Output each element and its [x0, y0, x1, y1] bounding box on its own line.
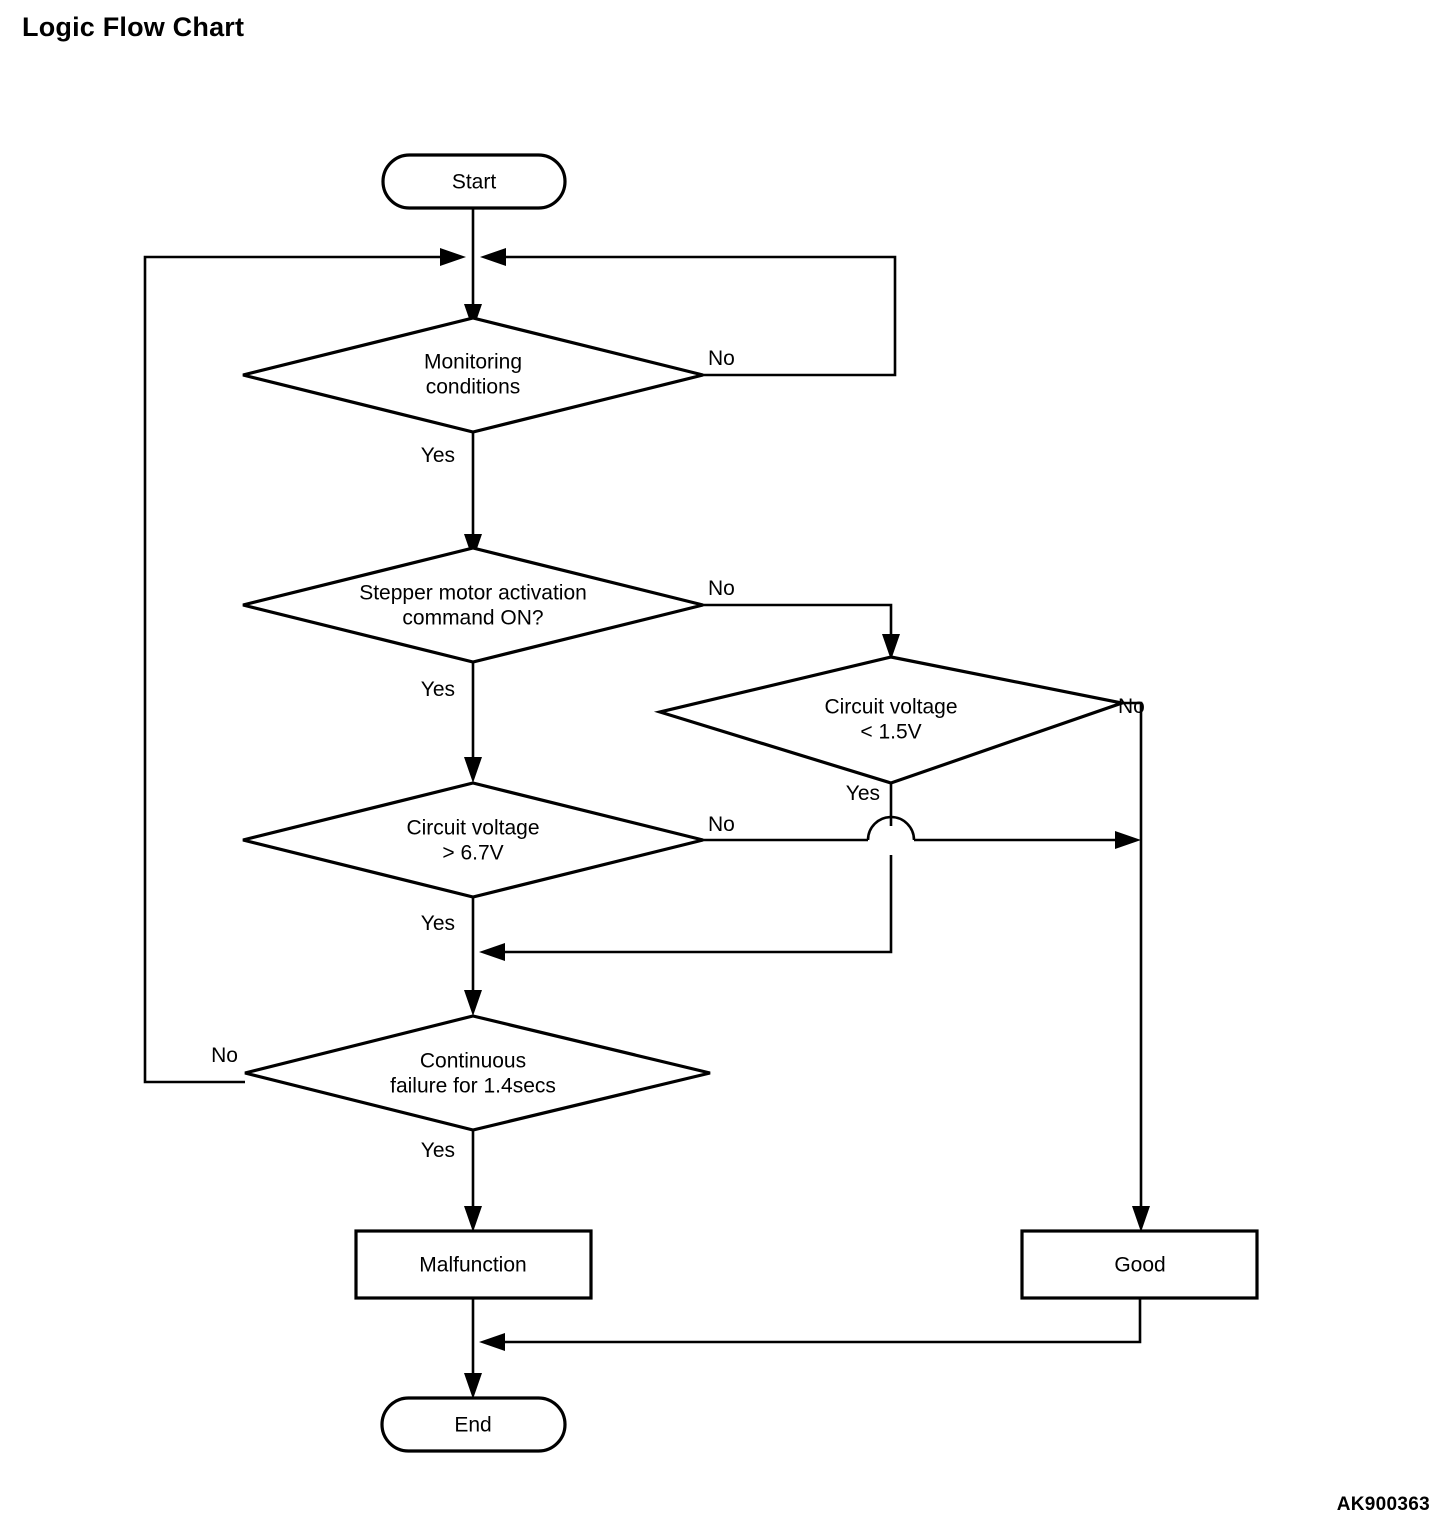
branch-label-voltlow-yes: Yes	[846, 782, 880, 805]
malfunction-label: Malfunction	[419, 1254, 526, 1277]
line-hop-bridge-icon	[866, 815, 916, 841]
page-title: Logic Flow Chart	[22, 12, 245, 42]
arrowhead-volthigh-no-join	[1115, 831, 1141, 849]
edge-good-to-end	[494, 1298, 1142, 1344]
node-circuit-voltage-low: Circuit voltage < 1.5V	[653, 655, 1129, 785]
figure-code: AK900363	[1336, 1494, 1430, 1515]
good-shape	[1020, 1229, 1259, 1300]
edge-failure-no-loop	[143, 255, 452, 1084]
stepper-motor-command-label-line1: Stepper motor activation	[359, 582, 587, 605]
monitoring-conditions-label-line2: conditions	[426, 376, 521, 399]
end-label: End	[454, 1414, 491, 1437]
circuit-voltage-low-label-line2: < 1.5V	[860, 721, 921, 744]
circuit-voltage-high-shape	[242, 781, 704, 899]
monitoring-conditions-label-line1: Monitoring	[424, 351, 522, 374]
arrowhead-to-volthigh	[464, 757, 482, 783]
branch-label-voltlow-no: No	[1118, 695, 1145, 718]
circuit-voltage-high-label-line1: Circuit voltage	[406, 817, 539, 840]
arrowhead-to-failure	[464, 990, 482, 1016]
branch-label-volthigh-yes: Yes	[421, 912, 455, 935]
end-shape	[380, 1396, 567, 1453]
edge-voltlow-yes-lower	[494, 855, 893, 954]
arrowhead-good-merge	[479, 1333, 505, 1351]
branch-label-failure-no: No	[211, 1044, 238, 1067]
continuous-failure-label-line2: failure for 1.4secs	[390, 1075, 556, 1098]
monitoring-conditions-shape	[242, 316, 704, 434]
node-good: Good	[1020, 1229, 1259, 1300]
branch-label-failure-yes: Yes	[421, 1139, 455, 1162]
edge-monitor-no-loop	[494, 255, 897, 377]
continuous-failure-shape	[244, 1014, 711, 1132]
node-end: End	[380, 1396, 567, 1453]
branch-label-volthigh-no: No	[708, 813, 735, 836]
node-monitoring-conditions: Monitoring conditions	[242, 316, 704, 434]
stepper-motor-command-label-line2: command ON?	[402, 607, 543, 630]
branch-label-stepper-yes: Yes	[421, 678, 455, 701]
node-continuous-failure: Continuous failure for 1.4secs	[244, 1014, 711, 1132]
edge-stepper-no	[703, 603, 893, 645]
arrowhead-to-end	[464, 1373, 482, 1399]
arrowhead-voltlow-yes-merge	[479, 943, 505, 961]
edge-voltlow-no	[1122, 701, 1143, 1218]
start-label: Start	[452, 171, 497, 194]
malfunction-shape	[354, 1229, 593, 1300]
continuous-failure-label-line1: Continuous	[420, 1050, 526, 1073]
arrowhead-to-voltlow	[882, 634, 900, 660]
circuit-voltage-low-shape	[653, 655, 1129, 785]
arrowhead-left-loop-merge	[440, 248, 466, 266]
node-start: Start	[381, 153, 567, 210]
arrowhead-to-malfunction	[464, 1206, 482, 1232]
node-stepper-motor-command: Stepper motor activation command ON?	[242, 546, 704, 664]
start-shape	[381, 153, 567, 210]
arrowhead-to-good	[1132, 1206, 1150, 1232]
arrowhead-right-loop-merge	[480, 248, 506, 266]
node-circuit-voltage-high: Circuit voltage > 6.7V	[242, 781, 704, 899]
good-label: Good	[1114, 1254, 1165, 1277]
circuit-voltage-low-label-line1: Circuit voltage	[824, 696, 957, 719]
node-malfunction: Malfunction	[354, 1229, 593, 1300]
branch-label-stepper-no: No	[708, 577, 735, 600]
branch-label-monitoring-no: No	[708, 347, 735, 370]
circuit-voltage-high-label-line2: > 6.7V	[442, 842, 503, 865]
branch-label-monitoring-yes: Yes	[421, 444, 455, 467]
stepper-motor-command-shape	[242, 546, 704, 664]
